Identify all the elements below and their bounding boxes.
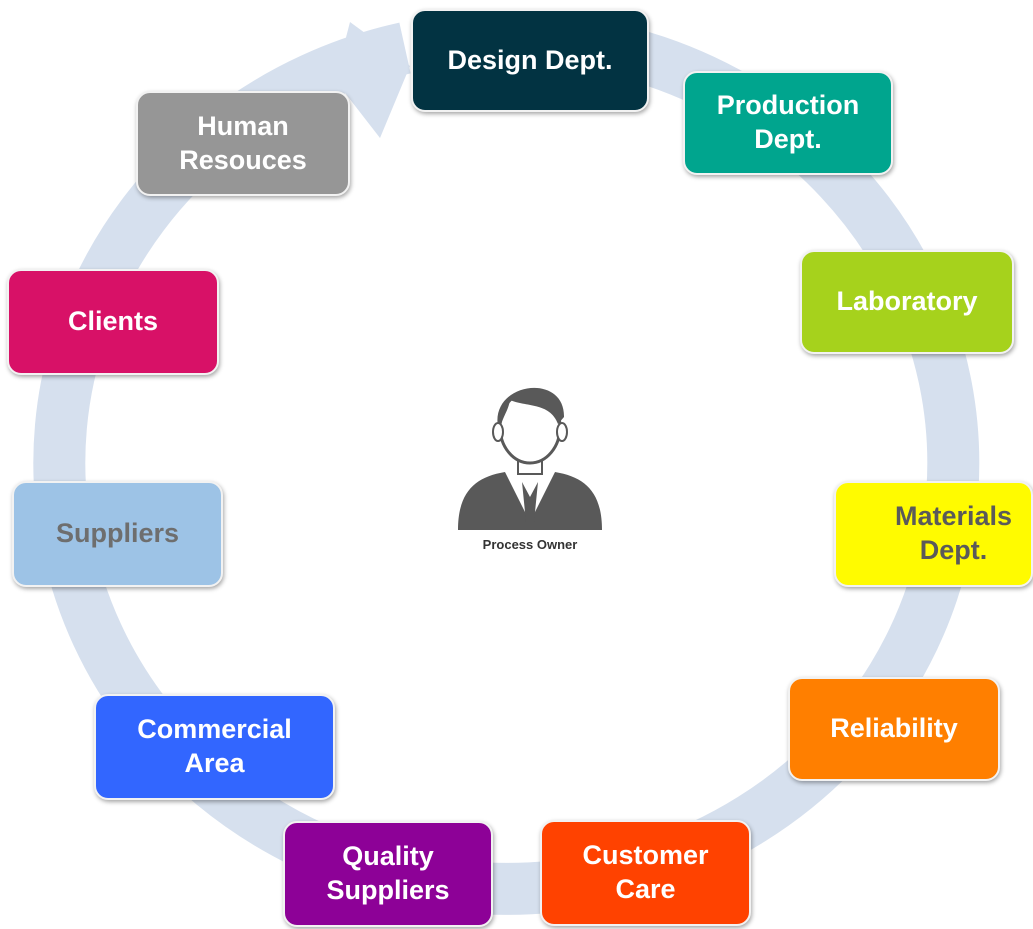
cycle-arrowhead bbox=[335, 22, 410, 138]
node-customer-care: Customer Care bbox=[540, 820, 751, 926]
node-suppliers: Suppliers bbox=[12, 481, 223, 587]
node-reliability: Reliability bbox=[788, 677, 1000, 781]
node-production-dept: Production Dept. bbox=[683, 71, 893, 175]
node-human-resources: Human Resouces bbox=[136, 91, 350, 196]
node-quality-suppliers: Quality Suppliers bbox=[283, 821, 493, 927]
person-icon bbox=[458, 387, 602, 530]
node-clients: Clients bbox=[7, 269, 219, 375]
node-materials-dept: Materials Dept. bbox=[834, 481, 1033, 587]
node-commercial-area: Commercial Area bbox=[94, 694, 335, 800]
node-laboratory: Laboratory bbox=[800, 250, 1014, 354]
node-design-dept: Design Dept. bbox=[411, 9, 649, 112]
process-owner-label: Process Owner bbox=[482, 537, 578, 552]
